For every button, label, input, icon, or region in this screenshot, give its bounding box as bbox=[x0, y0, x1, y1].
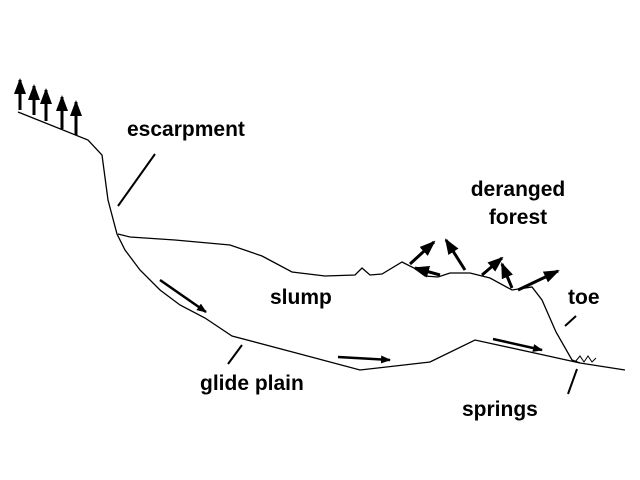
toe-label: toe bbox=[568, 286, 600, 309]
slide-direction-arrow bbox=[337, 355, 391, 364]
upright-trees bbox=[14, 78, 82, 135]
ground-surface-line bbox=[17, 111, 626, 371]
springs-zigzag bbox=[574, 355, 597, 363]
toe-leader bbox=[564, 315, 577, 327]
springs-label: springs bbox=[462, 398, 538, 421]
escarpment-leader bbox=[117, 153, 156, 207]
tilted-tree-icon bbox=[481, 256, 504, 277]
glide-plain-leader bbox=[227, 344, 243, 365]
escarpment-label: escarpment bbox=[127, 118, 245, 141]
motion-arrows bbox=[159, 278, 543, 364]
tilted-tree-icon bbox=[444, 238, 467, 271]
tilted-tree-icon bbox=[408, 240, 436, 266]
glide-plain-label: glide plain bbox=[200, 372, 304, 395]
deranged-forest-label: deranged forest bbox=[456, 178, 580, 230]
slide-direction-arrow bbox=[159, 278, 207, 314]
deranged-trees bbox=[408, 238, 560, 292]
deranged-forest-label-line2: forest bbox=[488, 206, 548, 229]
tilted-tree-icon bbox=[517, 269, 560, 292]
tilted-tree-icon bbox=[500, 262, 514, 289]
slide-direction-arrow bbox=[492, 337, 543, 352]
deranged-forest-label-line1: deranged bbox=[470, 178, 566, 201]
leader-lines bbox=[117, 153, 578, 395]
slump-label: slump bbox=[270, 286, 332, 309]
slump-surface-line bbox=[117, 233, 581, 364]
springs-leader bbox=[567, 368, 578, 395]
tilted-tree-icon bbox=[413, 265, 441, 278]
